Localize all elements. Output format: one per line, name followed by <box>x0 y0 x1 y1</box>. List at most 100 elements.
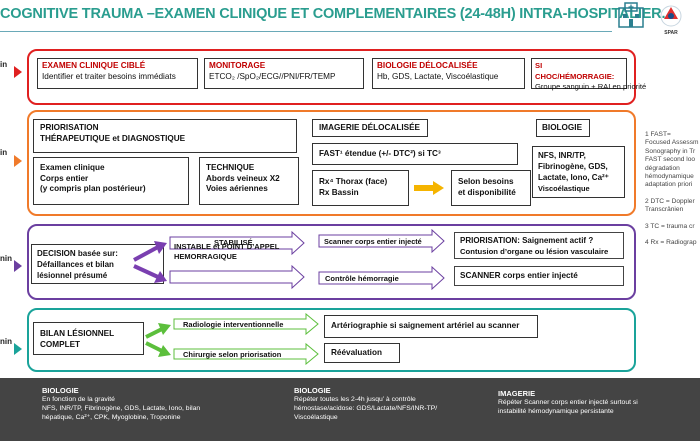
bottom-col-imagerie: IMAGERIE Répéter Scanner corps entier in… <box>498 389 698 416</box>
timeline-label-2: in <box>0 148 8 157</box>
bilan-arrows <box>145 313 319 365</box>
biologie-title-box: BIOLOGIE <box>536 119 590 137</box>
fast-text: FAST¹ étendue (+/- DTC²) si TC³ <box>319 149 441 158</box>
bottom-col-biologie-1: BIOLOGIE En fonction de la gravité NFS, … <box>42 386 272 422</box>
priorisation-line-2: THÉRAPEUTIQUE et DIAGNOSTIQUE <box>40 133 186 143</box>
note-line: adaptation priori <box>645 181 693 189</box>
biologie-line-3: Lactate, Iono, Ca²⁺ <box>538 173 609 182</box>
bottom-col-biologie-2: BIOLOGIE Répéter toutes les 2-4h jusqu’ … <box>294 386 494 422</box>
priorisation-saignement-box: PRIORISATION: Saignement actif ? Contusi… <box>454 232 624 259</box>
bottom-col-1-title: BIOLOGIE <box>42 386 79 395</box>
timeline-label-1: in <box>0 60 8 69</box>
biologie-list-box: NFS, INR/TP, Fibrinogène, GDS, Lactate, … <box>532 146 625 198</box>
monitorage-text: ETCO₂ /SpO₂/ECG//PNI/FR/TEMP <box>209 71 336 81</box>
technique-line-3: Voies aériennes <box>206 184 268 193</box>
imagerie-box: IMAGERIE DÉLOCALISÉE <box>312 119 428 137</box>
timeline-arrow-2 <box>14 155 22 167</box>
monitorage-title: MONITORAGE <box>209 61 266 70</box>
technique-box: TECHNIQUE Abords veineux X2 Voies aérien… <box>199 157 299 205</box>
timeline-label-4: nin <box>0 337 12 346</box>
instable-label: INSTABLE et POINT D’APPEL HEMORRAGIQUE <box>174 242 279 261</box>
choc-hemorragie-title: SI CHOC/HÉMORRAGIE: <box>535 61 615 81</box>
note-line <box>645 231 700 239</box>
title-divider <box>0 31 612 32</box>
bottom-col-2-line-3: Viscoélastique <box>294 414 338 421</box>
selon-arrow <box>414 181 444 195</box>
imagerie-title: IMAGERIE DÉLOCALISÉE <box>319 123 420 132</box>
bottom-col-3-line-1: Répéter Scanner corps entier injecté sur… <box>498 399 638 406</box>
selon-line-1: Selon besoins <box>458 177 514 186</box>
priorisation-line-1: PRIORISATION <box>40 123 99 132</box>
biologie-line-4: Viscoélastique <box>538 184 590 193</box>
bilan-line-1: BILAN LÉSIONNEL <box>40 329 115 338</box>
radiologie-label: Radiologie interventionnelle <box>183 320 284 329</box>
bilan-box: BILAN LÉSIONNEL COMPLET <box>33 322 144 355</box>
monitorage-box: MONITORAGE ETCO₂ /SpO₂/ECG//PNI/FR/TEMP <box>204 58 364 89</box>
chirurgie-label: Chirurgie selon priorisation <box>183 350 282 359</box>
decision-line-2: Défaillances et bilan <box>37 260 114 269</box>
biologie-delocalisee-title: BIOLOGIE DÉLOCALISÉE <box>377 61 478 70</box>
arteriographie-box: Artériographie si saignement artériel au… <box>324 315 538 338</box>
note-line: 2 DTC = Doppler <box>645 197 695 205</box>
footnotes: 1 FAST= Focused Assessm Sonography in Tr… <box>645 131 700 247</box>
timeline-arrow-1 <box>14 66 22 78</box>
arteriographie-text: Artériographie si saignement artériel au… <box>331 321 520 330</box>
biologie-line-1: NFS, INR/TP, <box>538 151 586 160</box>
rx-line-1: Rx⁴ Thorax (face) <box>319 177 388 186</box>
bottom-col-2-line-2: hémostase/acidose: GDS/Lactate/NFS/INR-T… <box>294 405 438 412</box>
bottom-col-3-line-2: instabilité hémodynamique persistante <box>498 408 614 415</box>
technique-line-2: Abords veineux X2 <box>206 173 280 183</box>
timeline-label-3: nin <box>0 254 12 263</box>
note-line: 4 Rx = Radiograp <box>645 239 697 247</box>
bottom-col-1-line-2: NFS, INR/TP, Fibrinogène, GDS, Lactate, … <box>42 405 201 412</box>
examen-box: Examen clinique Corps entier (y compris … <box>33 157 189 205</box>
bottom-col-2-title: BIOLOGIE <box>294 386 331 395</box>
examen-line-1: Examen clinique <box>40 163 105 172</box>
instable-line-1: INSTABLE et POINT D’APPEL <box>174 242 280 251</box>
examen-clinique-title: EXAMEN CLINIQUE CIBLÉ <box>42 61 146 70</box>
bottom-col-1-line-3: hépatique, Ca²⁺, CPK, Myoglobine, Tropon… <box>42 414 181 421</box>
rx-box: Rx⁴ Thorax (face) Rx Bassin <box>312 170 409 206</box>
bottom-col-2-line-1: Répéter toutes les 2-4h jusqu’ à contrôl… <box>294 396 416 403</box>
biologie-title: BIOLOGIE <box>542 123 583 132</box>
rx-line-2: Rx Bassin <box>319 187 359 197</box>
decision-line-1: DECISION basée sur: <box>37 249 118 258</box>
note-line: 3 TC = trauma cr <box>645 222 695 230</box>
hospital-icon <box>618 2 644 28</box>
note-line: Focused Assessm <box>645 139 699 147</box>
note-line: dégradation <box>645 164 680 172</box>
spar-logo: SPAR <box>660 5 682 36</box>
selon-line-2: et disponibilité <box>458 187 516 197</box>
scanner-corps-text: SCANNER corps entier injecté <box>460 271 578 280</box>
page-title: COGNITIVE TRAUMA –EXAMEN CLINIQUE ET COM… <box>0 6 666 22</box>
choc-hemorragie-text: Groupe sanguin + RAI en priorité <box>535 82 647 91</box>
bottom-col-3-title: IMAGERIE <box>498 389 536 398</box>
selon-box: Selon besoins et disponibilité <box>451 170 531 206</box>
examen-clinique-text: Identifier et traiter besoins immédiats <box>42 71 176 81</box>
decision-arrows <box>133 229 445 291</box>
decision-box: DECISION basée sur: Défaillances et bila… <box>31 244 164 284</box>
examen-clinique-box: EXAMEN CLINIQUE CIBLÉ Identifier et trai… <box>37 58 198 89</box>
timeline-arrow-3 <box>14 260 22 272</box>
priorisation-box: PRIORISATION THÉRAPEUTIQUE et DIAGNOSTIQ… <box>33 119 297 153</box>
note-line <box>645 215 700 223</box>
bilan-line-2: COMPLET <box>40 339 81 349</box>
technique-line-1: TECHNIQUE <box>206 163 255 172</box>
decision-line-3: lésionnel présumé <box>37 271 108 280</box>
stabilise-label: STABILISÉ <box>214 238 253 247</box>
reevaluation-text: Réévaluation <box>331 348 382 357</box>
note-line: Sonography in Tr <box>645 147 696 155</box>
timeline-arrow-4 <box>14 343 22 355</box>
controle-label: Contrôle hémorragie <box>325 274 399 283</box>
examen-line-2: Corps entier <box>40 173 89 183</box>
note-line: Transcrânien <box>645 206 684 214</box>
biologie-delocalisee-box: BIOLOGIE DÉLOCALISÉE Hb, GDS, Lactate, V… <box>372 58 525 89</box>
spar-logo-text: SPAR <box>664 30 678 36</box>
priorisation-saignement-line-2: Contusion d’organe ou lésion vasculaire <box>460 247 609 256</box>
priorisation-saignement-line-1: PRIORISATION: Saignement actif ? <box>460 236 594 245</box>
scanner-injecte-label: Scanner corps entier injecté <box>324 237 422 246</box>
examen-line-3: (y compris plan postérieur) <box>40 184 146 193</box>
biologie-delocalisee-text: Hb, GDS, Lactate, Viscoélastique <box>377 71 499 81</box>
fast-box: FAST¹ étendue (+/- DTC²) si TC³ <box>312 143 518 165</box>
bottom-summary-bar <box>0 378 700 441</box>
